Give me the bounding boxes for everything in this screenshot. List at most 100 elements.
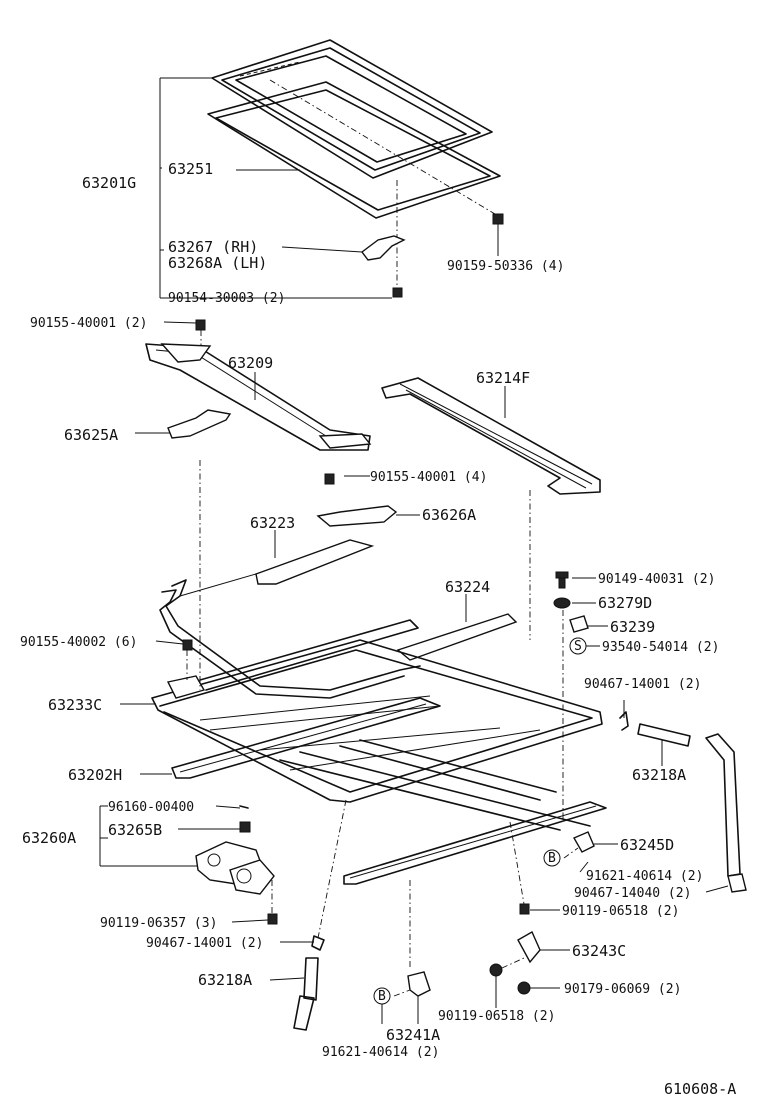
symbol-b-left: B bbox=[378, 989, 386, 1004]
clip-90467-b bbox=[727, 873, 747, 893]
screw-90154 bbox=[392, 287, 403, 298]
label-91621-b: 91621-40614 (2) bbox=[322, 1045, 439, 1060]
clip-90467-c bbox=[311, 935, 325, 951]
label-90119-b: 90119-06518 (2) bbox=[562, 904, 679, 919]
screw-90155-a bbox=[195, 319, 206, 331]
leader-63218A-b bbox=[269, 977, 305, 981]
leader-90155-a bbox=[163, 321, 197, 324]
hidden-line-90119-b bbox=[509, 821, 525, 905]
label-63218A-b: 63218A bbox=[198, 971, 252, 989]
leader-91621-a bbox=[579, 861, 589, 873]
label-63202H: 63202H bbox=[68, 766, 122, 784]
bracket-63241A bbox=[407, 971, 431, 997]
label-90155-a: 90155-40001 (2) bbox=[30, 316, 147, 331]
label-63241A: 63241A bbox=[386, 1026, 440, 1044]
drain-hose-63218A-right bbox=[637, 723, 691, 747]
bracket-63243C bbox=[517, 931, 541, 964]
label-63279D: 63279D bbox=[598, 594, 652, 612]
label-63267: 63267 (RH) bbox=[168, 238, 258, 256]
leader-63267 bbox=[281, 246, 363, 253]
label-90159: 90159-50336 (4) bbox=[447, 259, 564, 274]
leader-96160 bbox=[215, 805, 241, 809]
screw-90155-b bbox=[324, 473, 335, 485]
label-63224: 63224 bbox=[445, 578, 490, 596]
hidden-line-glass bbox=[269, 79, 496, 215]
label-91621-a: 91621-40614 (2) bbox=[586, 869, 703, 884]
leader-90155-c bbox=[155, 640, 184, 645]
label-63245D: 63245D bbox=[620, 836, 674, 854]
bracket-63245D bbox=[573, 831, 595, 853]
drive-cable-63223 bbox=[159, 539, 421, 699]
label-90119-a: 90119-06357 (3) bbox=[100, 916, 217, 931]
label-90467-c: 90467-14001 (2) bbox=[146, 936, 263, 951]
symbol-b-right: B bbox=[548, 851, 556, 866]
symbol-s-circle bbox=[569, 637, 587, 655]
label-90119-c: 90119-06518 (2) bbox=[438, 1009, 555, 1024]
screw-90155-c bbox=[182, 639, 193, 651]
screw-90119-b bbox=[519, 903, 530, 915]
screw-90119-a bbox=[267, 913, 278, 925]
drain-hose-lower-left bbox=[293, 995, 315, 1031]
label-90155-c: 90155-40002 (6) bbox=[20, 635, 137, 650]
glass-frame-63201G bbox=[211, 39, 493, 179]
leader-63241A bbox=[381, 996, 419, 1024]
leader-90119-a bbox=[231, 919, 269, 923]
label-63265B: 63265B bbox=[108, 821, 162, 839]
housing-63233C bbox=[151, 639, 603, 803]
bracket-63626A bbox=[316, 505, 398, 527]
diagram-id: 610608-A bbox=[664, 1080, 736, 1098]
label-90155-b: 90155-40001 (4) bbox=[370, 470, 487, 485]
bracket-63625A bbox=[167, 409, 232, 439]
label-63243C: 63243C bbox=[572, 942, 626, 960]
label-63239: 63239 bbox=[610, 618, 655, 636]
connector-63265B bbox=[239, 821, 251, 833]
label-63201G: 63201G bbox=[82, 174, 136, 192]
leader-63201G bbox=[159, 77, 392, 299]
screw-90159 bbox=[492, 213, 504, 232]
clip-90467-a bbox=[619, 711, 629, 731]
label-96160: 96160-00400 bbox=[108, 800, 194, 815]
label-90154: 90154-30003 (2) bbox=[168, 291, 285, 306]
label-63214F: 63214F bbox=[476, 369, 530, 387]
label-63209: 63209 bbox=[228, 354, 273, 372]
label-90467-a: 90467-14001 (2) bbox=[584, 677, 701, 692]
label-63223: 63223 bbox=[250, 514, 295, 532]
symbol-b-circle-left bbox=[373, 987, 391, 1005]
screw-90149 bbox=[555, 571, 569, 589]
drip-rail-63214F bbox=[381, 377, 601, 495]
hidden-line-B-right bbox=[563, 847, 579, 859]
glass-bracket-63267 bbox=[361, 235, 406, 261]
label-63268A: 63268A (LH) bbox=[168, 254, 267, 272]
drain-hose-elbow-right bbox=[705, 733, 741, 877]
symbol-s: S bbox=[574, 639, 582, 654]
label-93540: 93540-54014 (2) bbox=[602, 640, 719, 655]
label-63626A: 63626A bbox=[422, 506, 476, 524]
drain-hose-63218A-left bbox=[303, 957, 319, 1001]
label-90179: 90179-06069 (2) bbox=[564, 982, 681, 997]
deflector-63209 bbox=[145, 343, 372, 451]
screw-90119-c bbox=[489, 963, 503, 977]
cable-guide-63224 bbox=[199, 613, 518, 691]
motor-63260A bbox=[195, 841, 275, 895]
hidden-line-B-left bbox=[393, 989, 411, 997]
spacer-63279D bbox=[553, 597, 571, 609]
symbol-b-circle-right bbox=[543, 849, 561, 867]
label-63218A-a: 63218A bbox=[632, 766, 686, 784]
label-63625A: 63625A bbox=[64, 426, 118, 444]
label-90149: 90149-40031 (2) bbox=[598, 572, 715, 587]
wire-96160 bbox=[239, 805, 249, 809]
glass-weatherstrip-63251 bbox=[207, 81, 501, 219]
label-90467-b: 90467-14040 (2) bbox=[574, 886, 691, 901]
nut-90179 bbox=[517, 981, 531, 995]
hidden-line-hose-left bbox=[317, 799, 347, 939]
label-63251: 63251 bbox=[168, 160, 213, 178]
leader-63260A bbox=[99, 805, 200, 867]
clip-63239 bbox=[569, 615, 589, 633]
label-63233C: 63233C bbox=[48, 696, 102, 714]
label-63260A: 63260A bbox=[22, 829, 76, 847]
leader-90467-b bbox=[705, 885, 729, 893]
hidden-line-90119-c bbox=[501, 957, 525, 969]
frame-63202H bbox=[171, 697, 607, 885]
